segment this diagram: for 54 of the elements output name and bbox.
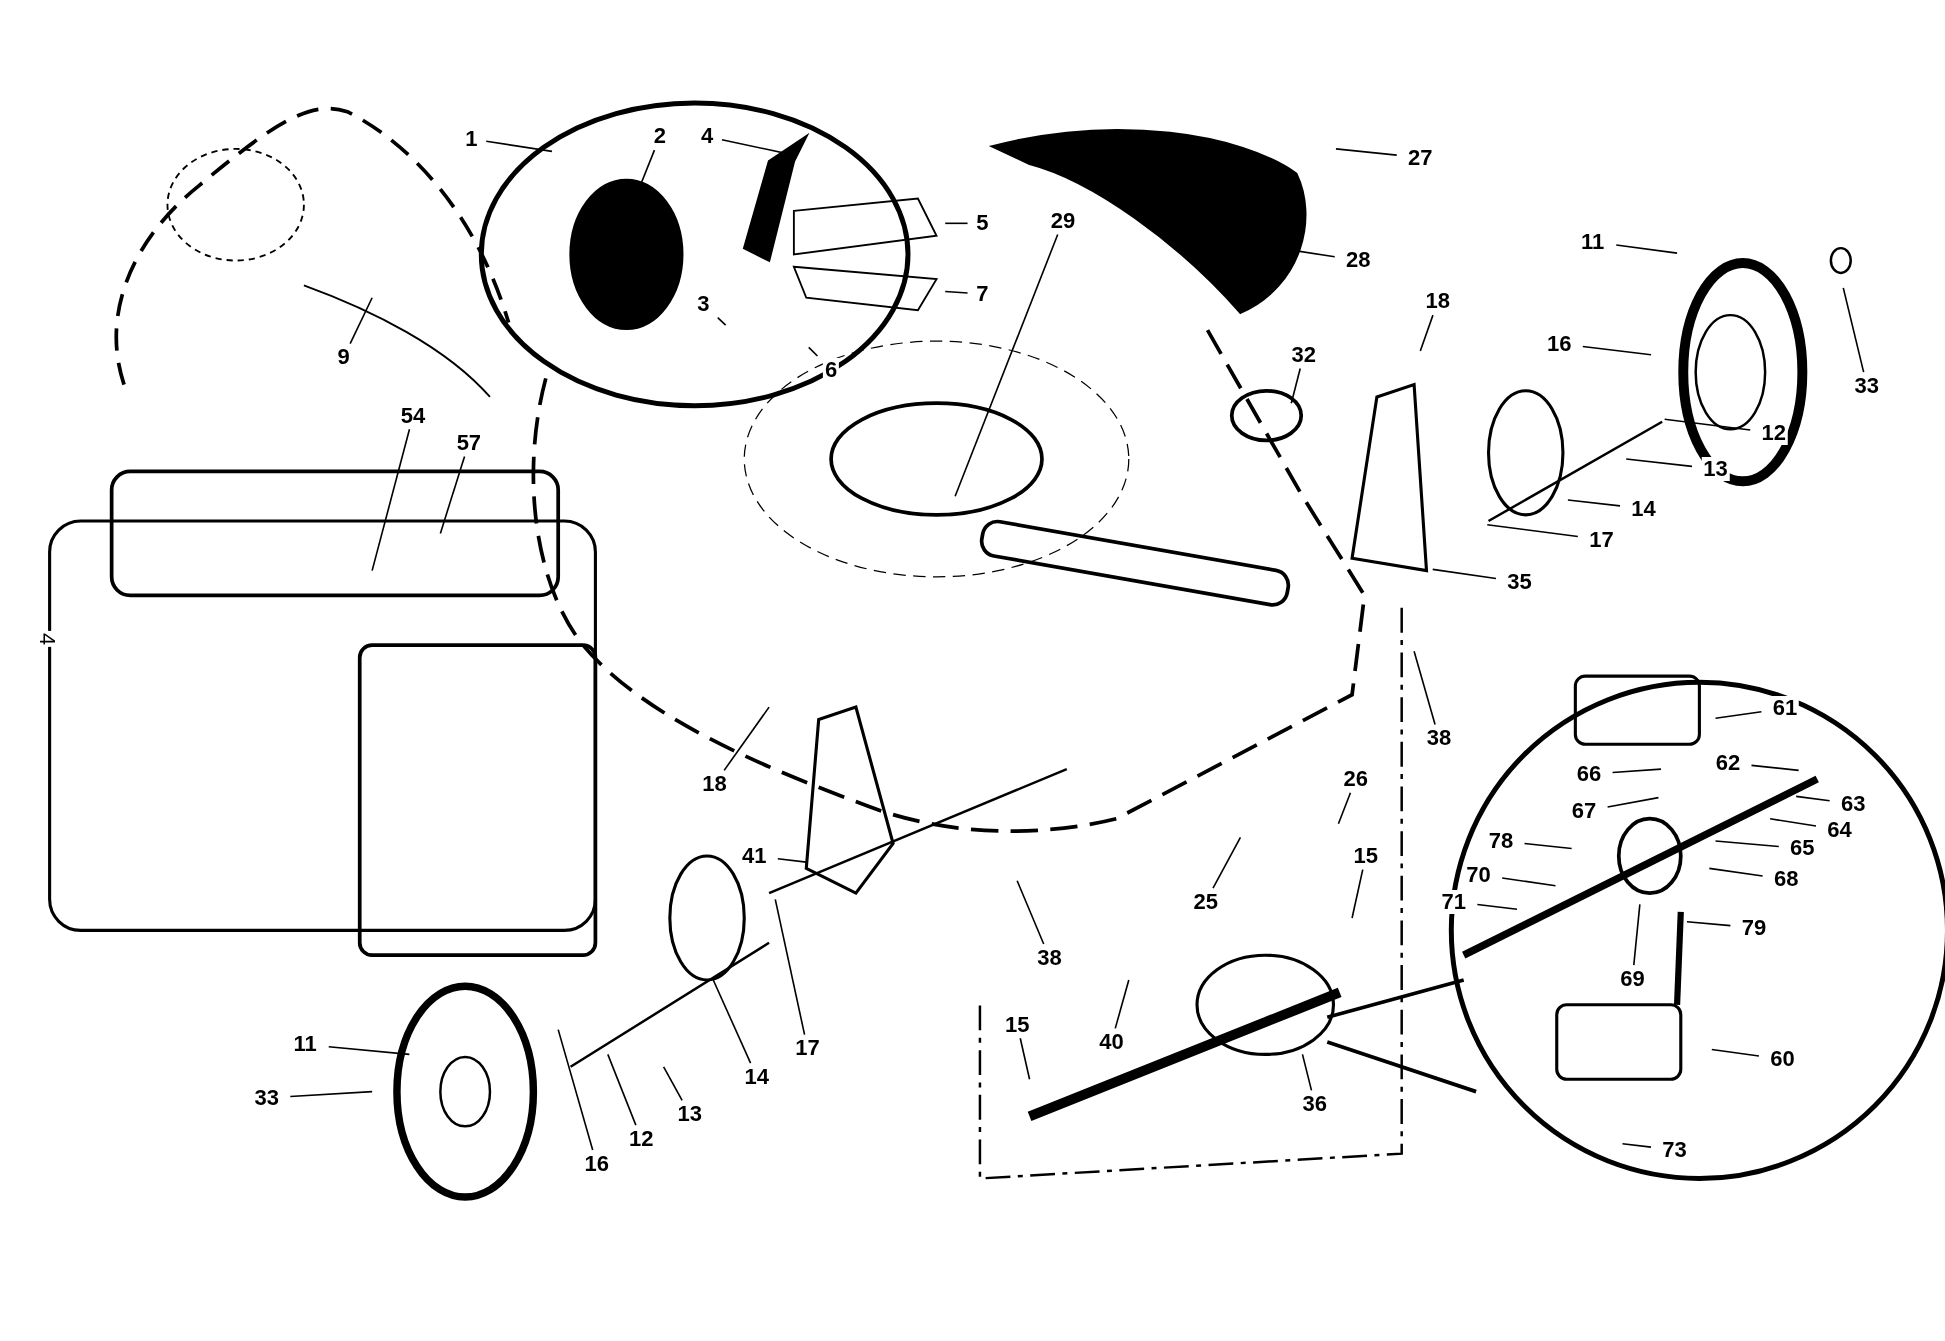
leader-line (1606, 796, 1660, 808)
leader-line (1290, 367, 1302, 404)
leader-line (1567, 499, 1621, 507)
leader-line (1714, 710, 1763, 720)
leader-line (1413, 650, 1436, 726)
leader-line (349, 296, 373, 345)
leader-line (1769, 817, 1817, 827)
leader-line (1663, 418, 1752, 431)
leader-line (485, 140, 553, 153)
leader-line (1842, 287, 1865, 373)
leader-line (1301, 1053, 1313, 1092)
leader-line (1501, 877, 1557, 887)
leader-line (1582, 345, 1652, 356)
leader-line (1632, 903, 1641, 966)
leader-line (1708, 867, 1764, 877)
callout-number: 71 (1439, 889, 1468, 914)
leader-line (1114, 979, 1130, 1030)
leader-line (807, 346, 819, 357)
leader-line (1714, 840, 1780, 848)
leader-line (1476, 903, 1518, 911)
leader-line (944, 222, 969, 225)
leader-line (662, 1066, 683, 1102)
leader-line (1750, 764, 1800, 772)
leader-line (1711, 1048, 1760, 1057)
leader-line (954, 233, 1059, 498)
leader-line (1523, 842, 1573, 850)
leader-line (1611, 768, 1662, 774)
leader-line (557, 1028, 594, 1151)
leader-line (371, 428, 411, 572)
leader-line (944, 290, 969, 294)
leader-line (1335, 148, 1398, 156)
leader-line (712, 979, 752, 1064)
leader-line (1431, 568, 1497, 580)
leader-line (1486, 523, 1579, 538)
leader-line (1016, 879, 1045, 945)
leader-line (1019, 1037, 1031, 1081)
leader-line (1212, 836, 1242, 889)
callout-number: 13 (1701, 456, 1730, 481)
leader-line (1621, 1142, 1652, 1148)
leader-line (327, 1045, 411, 1056)
leader-line (289, 1090, 373, 1098)
leader-line (1615, 244, 1678, 254)
leader-line (1686, 920, 1732, 927)
leader-line (716, 316, 727, 326)
leader-line (1351, 868, 1364, 919)
leader-line (1337, 791, 1352, 825)
leader-line (607, 1053, 637, 1126)
leader-line (723, 706, 770, 772)
leader-line (1795, 795, 1831, 802)
leader-line (1419, 314, 1434, 352)
leader-line (439, 455, 466, 535)
leader-line (776, 858, 808, 863)
leader-line (1625, 458, 1693, 468)
leader-line (774, 898, 806, 1036)
